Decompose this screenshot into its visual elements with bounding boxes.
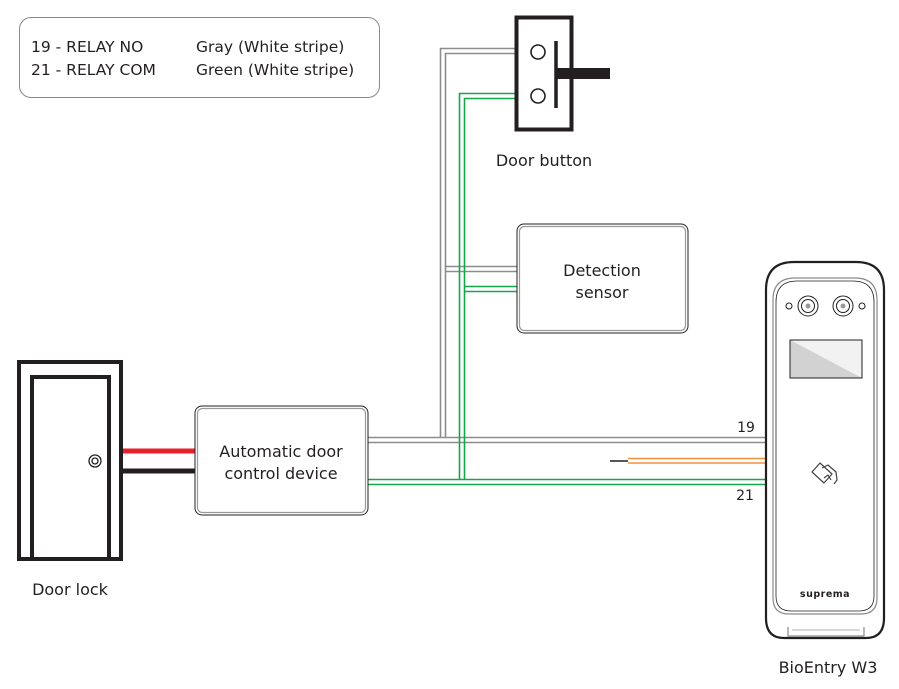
display-screen	[789, 339, 863, 379]
gray-wire-relay-no	[368, 47, 766, 444]
legend-pin: 19 - RELAY NO	[31, 38, 144, 56]
door-button-label: Door button	[496, 151, 592, 170]
legend-wire: Green (White stripe)	[196, 61, 355, 79]
control-device-label-2: control device	[224, 464, 337, 483]
pin-label-19: 19	[737, 420, 755, 436]
detection-sensor-label-1: Detection	[563, 261, 641, 280]
door-lock	[17, 360, 123, 561]
terminal-icon	[530, 88, 546, 104]
green-wire-relay-com	[368, 92, 766, 486]
brand-logo: suprema	[800, 589, 850, 600]
terminal-icon	[530, 44, 546, 60]
detection-sensor	[516, 223, 689, 334]
lock-icon	[88, 454, 102, 468]
legend-pin: 21 - RELAY COM	[31, 61, 156, 79]
device-label: BioEntry W3	[779, 658, 878, 677]
bioentry-w3-device: suprema	[764, 260, 886, 640]
legend-wire: Gray (White stripe)	[196, 38, 345, 56]
card-tap-icon	[811, 462, 838, 485]
door-lock-label: Door lock	[32, 580, 109, 599]
ir-led-icon	[858, 302, 866, 310]
wire-legend: 19 - RELAY NO Gray (White stripe) 21 - RE…	[19, 17, 380, 98]
pin-label-21: 21	[736, 488, 754, 504]
ir-led-icon	[785, 302, 793, 310]
door-button	[514, 15, 610, 132]
legend-row-relay-com: 21 - RELAY COM Green (White stripe)	[31, 61, 354, 79]
push-plunger-icon	[556, 68, 610, 79]
legend-row-relay-no: 19 - RELAY NO Gray (White stripe)	[31, 38, 344, 56]
control-device-label-1: Automatic door	[219, 442, 343, 461]
detection-sensor-label-2: sensor	[575, 283, 628, 302]
orange-wire	[610, 457, 766, 464]
automatic-door-control-device	[194, 405, 369, 516]
